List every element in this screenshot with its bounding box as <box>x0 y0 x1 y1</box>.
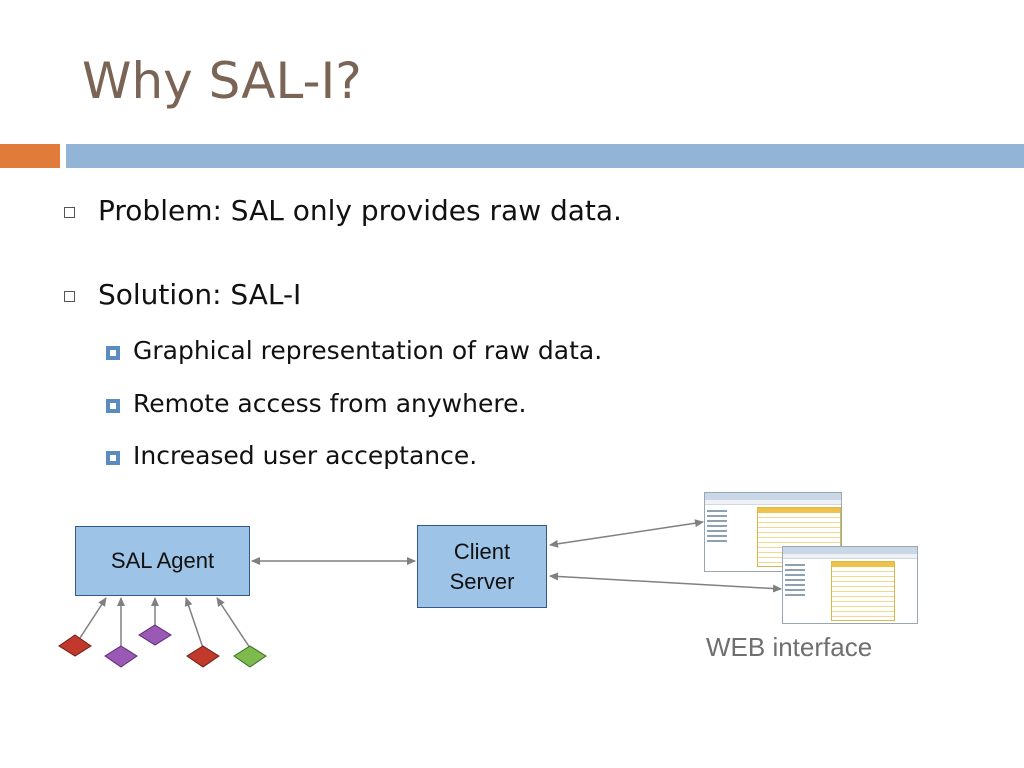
sensor-diamond-purple <box>104 645 138 668</box>
sensor-diamond-green <box>233 645 267 668</box>
accent-bar-orange <box>0 144 60 168</box>
web-screenshot-2 <box>782 546 918 624</box>
sub-bullet-square-icon <box>106 399 120 413</box>
client-server-node: Client Server <box>417 525 547 608</box>
accent-bar-blue <box>66 144 1024 168</box>
slide-title: Why SAL-I? <box>82 52 362 110</box>
bullet-solution: Solution: SAL-I <box>64 278 302 311</box>
sensor-arrow <box>79 597 107 639</box>
server-web-arrow-1 <box>549 519 704 548</box>
sensor-arrow <box>184 597 204 649</box>
sub-bullet-square-icon <box>106 451 120 465</box>
sub-bullet-graphical: Graphical representation of raw data. <box>106 336 603 365</box>
bullet-problem: Problem: SAL only provides raw data. <box>64 194 622 227</box>
sub-bullet-acceptance: Increased user acceptance. <box>106 441 478 470</box>
web-interface-label: WEB interface <box>706 632 873 662</box>
server-web-arrow-2 <box>549 572 782 593</box>
sub-bullet-text: Remote access from anywhere. <box>133 389 527 418</box>
bullet-text: Solution: SAL-I <box>98 278 302 311</box>
bullet-square-icon <box>64 291 75 302</box>
sub-bullet-text: Increased user acceptance. <box>133 441 478 470</box>
sensor-diamond-red <box>186 645 220 668</box>
sensor-diamond-red <box>58 634 92 657</box>
bullet-square-icon <box>64 207 75 218</box>
sal-agent-node: SAL Agent <box>75 526 250 596</box>
sub-bullet-square-icon <box>106 346 120 360</box>
sensor-arrow <box>216 597 251 649</box>
sensor-diamond-purple <box>138 624 172 646</box>
sub-bullet-remote: Remote access from anywhere. <box>106 389 527 418</box>
sub-bullet-text: Graphical representation of raw data. <box>133 336 603 365</box>
bullet-text: Problem: SAL only provides raw data. <box>98 194 622 227</box>
